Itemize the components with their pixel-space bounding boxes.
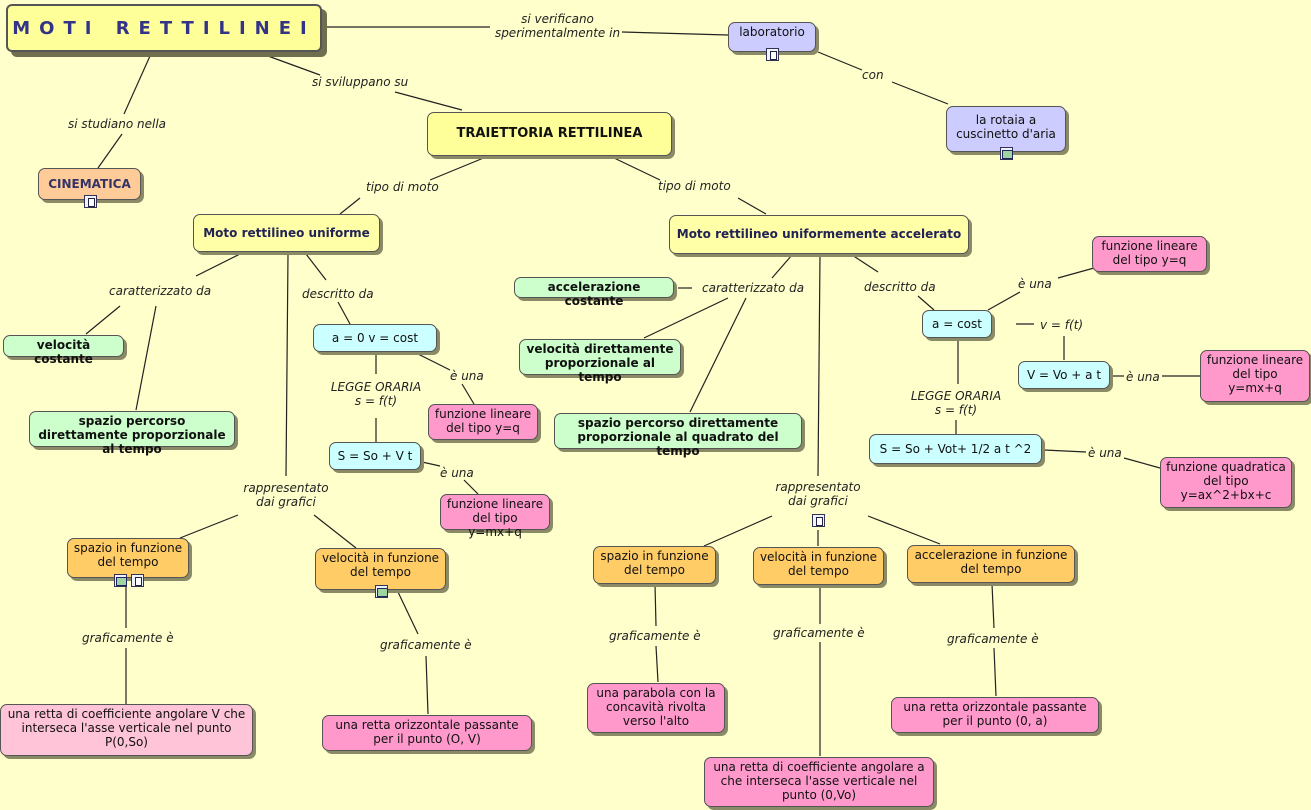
- link-label: tipo di moto: [658, 179, 731, 193]
- node-spazio-proporzionale-label: spazio percorso direttamente proporziona…: [38, 414, 226, 456]
- node-retta-coefficiente-v[interactable]: una retta di coefficiente angolare V che…: [0, 704, 253, 756]
- node-funzione-lineare-mxq2-label: funzione lineare del tipo y=mx+q: [1206, 353, 1304, 395]
- node-accelerazione-tempo-2-label: accelerazione in funzione del tempo: [914, 548, 1068, 576]
- document-icon[interactable]: [766, 48, 779, 61]
- node-funzione-quadratica-label: funzione quadratica del tipo y=ax^2+bx+c: [1166, 460, 1286, 502]
- link-label: caratterizzato da: [702, 281, 805, 295]
- node-retta-orizzontale-v[interactable]: una retta orizzontale passante per il pu…: [322, 715, 532, 751]
- node-retta-orizzontale-a-label: una retta orizzontale passante per il pu…: [903, 700, 1087, 728]
- node-velocita-costante-label: velocità costante: [34, 338, 93, 366]
- link-label: rappresentato dai grafici: [775, 480, 861, 508]
- link-label: descritto da: [302, 287, 374, 301]
- node-a-cost[interactable]: a = cost: [922, 310, 992, 338]
- link-label: v = f(t): [1040, 318, 1084, 332]
- link-label: graficamente è: [947, 632, 1039, 646]
- node-spazio-tempo-1-label: spazio in funzione del tempo: [73, 541, 183, 569]
- node-funzione-lineare-q1-label: funzione lineare del tipo y=q: [434, 407, 532, 435]
- node-velocita-tempo-1[interactable]: velocità in funzione del tempo: [315, 548, 446, 590]
- node-velocita-proporzionale[interactable]: velocità direttamente proporzionale al t…: [519, 339, 681, 384]
- link-label: graficamente è: [82, 631, 174, 645]
- node-retta-coefficiente-a[interactable]: una retta di coefficiente angolare a che…: [704, 757, 934, 807]
- node-spazio-tempo-2-label: spazio in funzione del tempo: [600, 549, 709, 577]
- node-traiettoria-label: TRAIETTORIA RETTILINEA: [456, 126, 643, 141]
- node-a-cost-label: a = cost: [932, 317, 982, 331]
- node-funzione-quadratica[interactable]: funzione quadratica del tipo y=ax^2+bx+c: [1160, 457, 1292, 508]
- node-cinematica[interactable]: CINEMATICA: [38, 168, 141, 200]
- node-retta-coefficiente-a-label: una retta di coefficiente angolare a che…: [713, 760, 925, 802]
- link-label: graficamente è: [609, 629, 701, 643]
- node-s-so-vt-label: S = So + V t: [337, 449, 413, 463]
- document-icon[interactable]: [84, 195, 97, 208]
- node-velocita-costante[interactable]: velocità costante: [3, 335, 124, 366]
- node-s-so-vot-label: S = So + Vot+ 1/2 a t ^2: [879, 442, 1032, 456]
- node-v-vo-at[interactable]: V = Vo + a t: [1018, 361, 1110, 389]
- node-cinematica-label: CINEMATICA: [48, 177, 131, 191]
- node-a-zero[interactable]: a = 0 v = cost: [313, 324, 437, 352]
- node-spazio-quadrato[interactable]: spazio percorso direttamente proporziona…: [554, 413, 802, 458]
- node-accelerazione-costante[interactable]: accelerazione costante: [514, 277, 674, 308]
- link-label: si studiano nella: [68, 117, 167, 131]
- node-parabola-label: una parabola con la concavità rivolta ve…: [596, 686, 716, 728]
- node-mru[interactable]: Moto rettilineo uniforme: [193, 214, 380, 252]
- node-velocita-tempo-1-label: velocità in funzione del tempo: [321, 551, 440, 579]
- map-title: MOTI RETTILINEI: [6, 4, 322, 52]
- node-s-so-vot[interactable]: S = So + Vot+ 1/2 a t ^2: [869, 434, 1042, 464]
- link-label: è una: [1088, 446, 1122, 460]
- link-label: rappresentato dai grafici: [243, 481, 329, 509]
- image-icon[interactable]: [114, 574, 127, 587]
- link-label: LEGGE ORARIA s = f(t): [330, 380, 422, 408]
- link-label: è una: [1018, 277, 1052, 291]
- node-funzione-lineare-q2[interactable]: funzione lineare del tipo y=q: [1092, 236, 1207, 272]
- node-funzione-lineare-q2-label: funzione lineare del tipo y=q: [1101, 239, 1198, 267]
- node-velocita-tempo-2[interactable]: velocità in funzione del tempo: [753, 547, 884, 585]
- link-label: si verificano sperimentalmente in: [494, 12, 621, 40]
- node-rotaia-label: la rotaia a cuscinetto d'aria: [956, 113, 1056, 141]
- node-funzione-lineare-q1[interactable]: funzione lineare del tipo y=q: [428, 404, 538, 440]
- node-a-zero-label: a = 0 v = cost: [331, 331, 419, 345]
- document-icon[interactable]: [131, 574, 144, 587]
- document-icon[interactable]: [812, 514, 825, 527]
- node-v-vo-at-label: V = Vo + a t: [1026, 368, 1102, 382]
- image-icon[interactable]: [1000, 147, 1013, 160]
- node-spazio-tempo-2[interactable]: spazio in funzione del tempo: [593, 546, 716, 584]
- node-s-so-vt[interactable]: S = So + V t: [329, 442, 421, 470]
- node-mrua-label: Moto rettilineo uniformemente accelerato: [676, 227, 962, 241]
- image-icon[interactable]: [375, 585, 388, 598]
- node-mrua[interactable]: Moto rettilineo uniformemente accelerato: [669, 215, 969, 254]
- node-funzione-lineare-mxq1-label: funzione lineare del tipo y=mx+q: [446, 497, 544, 539]
- link-label: è una: [1126, 370, 1160, 384]
- node-retta-coefficiente-v-label: una retta di coefficiente angolare V che…: [7, 707, 246, 749]
- node-rotaia[interactable]: la rotaia a cuscinetto d'aria: [946, 106, 1066, 152]
- node-spazio-proporzionale[interactable]: spazio percorso direttamente proporziona…: [29, 411, 235, 456]
- link-label: LEGGE ORARIA s = f(t): [910, 389, 1002, 417]
- link-label: si sviluppano su: [312, 75, 409, 89]
- node-funzione-lineare-mxq1[interactable]: funzione lineare del tipo y=mx+q: [440, 494, 550, 539]
- link-label: tipo di moto: [366, 180, 439, 194]
- node-laboratorio[interactable]: laboratorio: [728, 22, 816, 52]
- link-label: con: [862, 68, 884, 82]
- node-accelerazione-costante-label: accelerazione costante: [547, 280, 641, 308]
- node-velocita-proporzionale-label: velocità direttamente proporzionale al t…: [526, 342, 674, 384]
- link-label: graficamente è: [380, 638, 472, 652]
- node-spazio-quadrato-label: spazio percorso direttamente proporziona…: [577, 416, 779, 458]
- node-parabola[interactable]: una parabola con la concavità rivolta ve…: [587, 683, 725, 733]
- node-velocita-tempo-2-label: velocità in funzione del tempo: [759, 550, 878, 578]
- node-retta-orizzontale-v-label: una retta orizzontale passante per il pu…: [335, 718, 519, 746]
- node-traiettoria[interactable]: TRAIETTORIA RETTILINEA: [427, 112, 672, 156]
- link-label: è una: [450, 369, 484, 383]
- node-retta-orizzontale-a[interactable]: una retta orizzontale passante per il pu…: [891, 697, 1099, 733]
- link-label: caratterizzato da: [109, 284, 212, 298]
- node-mru-label: Moto rettilineo uniforme: [203, 226, 370, 240]
- link-label: descritto da: [864, 280, 936, 294]
- link-label: è una: [440, 466, 474, 480]
- link-label: graficamente è: [773, 626, 865, 640]
- node-spazio-tempo-1[interactable]: spazio in funzione del tempo: [67, 538, 189, 578]
- node-funzione-lineare-mxq2[interactable]: funzione lineare del tipo y=mx+q: [1200, 350, 1310, 402]
- node-laboratorio-label: laboratorio: [739, 25, 805, 39]
- node-accelerazione-tempo-2[interactable]: accelerazione in funzione del tempo: [907, 545, 1075, 583]
